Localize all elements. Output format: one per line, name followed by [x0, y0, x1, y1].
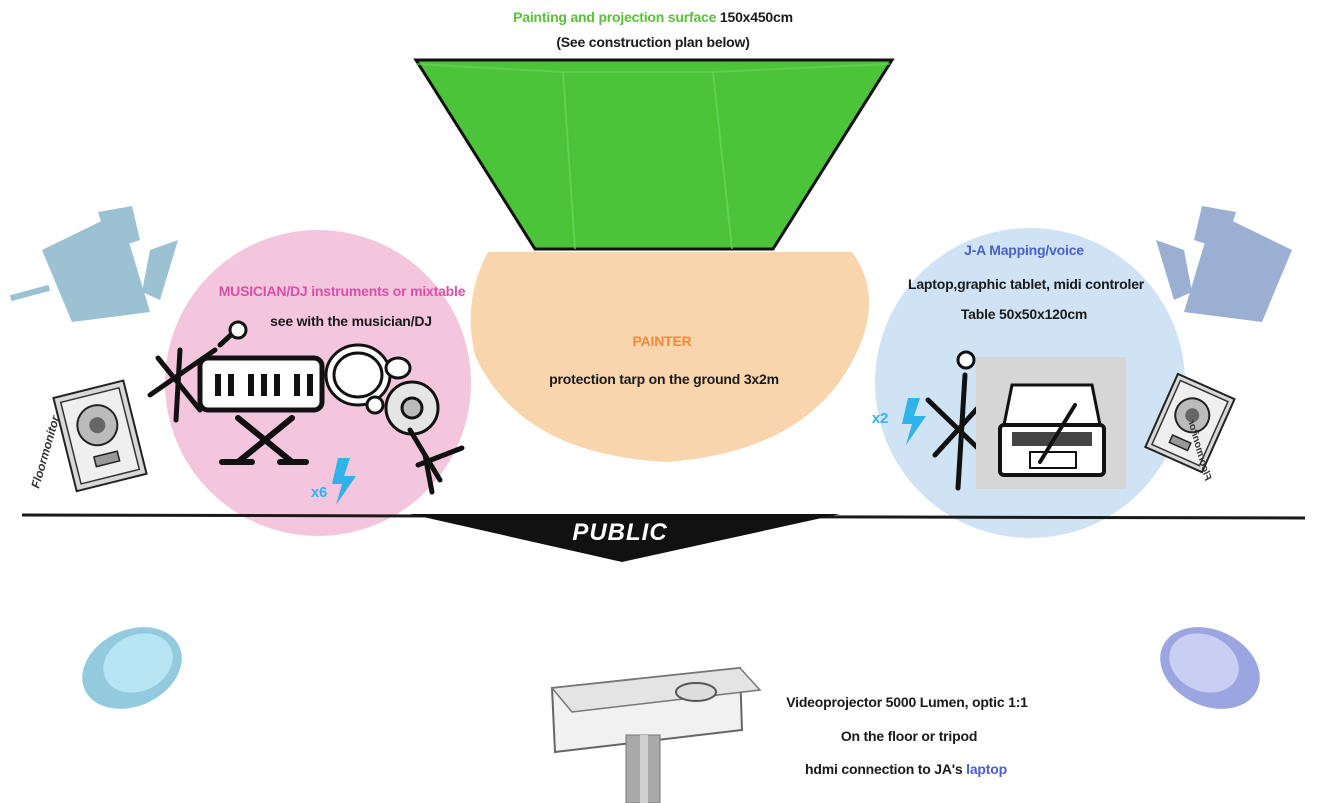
- microphone-icon: [228, 320, 248, 340]
- power-icon: [902, 398, 926, 445]
- surface-note: (See construction plan below): [556, 34, 750, 50]
- projection-surface: [413, 58, 895, 251]
- projector-line3: hdmi connection to JA's laptop: [805, 761, 1007, 777]
- par-light-icon: [1160, 627, 1260, 709]
- musician-power-count: x6: [310, 484, 328, 501]
- keyboard-icon: [197, 355, 325, 465]
- mapping-table: Table 50x50x120cm: [960, 306, 1088, 322]
- mapping-title: J-A Mapping/voice: [964, 242, 1084, 258]
- cymbal-stand-icon: [407, 427, 465, 495]
- drum-icon: [324, 343, 440, 436]
- laptop-icon: [976, 357, 1126, 489]
- projector-line1: Videoprojector 5000 Lumen, optic 1:1: [786, 694, 1028, 710]
- mapping-equipment: Laptop,graphic tablet, midi controler: [907, 276, 1145, 292]
- mapping-power-count: x2: [871, 410, 889, 427]
- spotlight-icon: [1156, 206, 1292, 322]
- painter-note: protection tarp on the ground 3x2m: [549, 371, 779, 387]
- public-label: PUBLIC: [572, 519, 668, 546]
- public-arrow: [410, 514, 840, 562]
- projector-icon: [550, 666, 762, 803]
- spotlight-icon: [9, 206, 178, 322]
- projector-line3-prefix: hdmi connection to JA's: [805, 761, 963, 777]
- surface-title-label: Painting and projection surface: [513, 9, 717, 25]
- power-icon: [332, 458, 356, 505]
- painter-zone: [470, 252, 870, 462]
- floormonitor-icon: [1144, 372, 1236, 474]
- microphone-icon: [956, 350, 976, 370]
- projector-line3-highlight: laptop: [966, 761, 1007, 777]
- musician-title: MUSICIAN/DJ instruments or mixtable: [218, 283, 466, 299]
- par-light-icon: [82, 627, 182, 709]
- floormonitor-icon: [52, 379, 148, 493]
- musician-note: see with the musician/DJ: [270, 313, 432, 329]
- painter-title: PAINTER: [632, 333, 692, 349]
- surface-size: 150x450cm: [719, 9, 793, 25]
- surface-title: Painting and projection surface 150x450c…: [513, 9, 793, 25]
- projector-line2: On the floor or tripod: [840, 728, 978, 744]
